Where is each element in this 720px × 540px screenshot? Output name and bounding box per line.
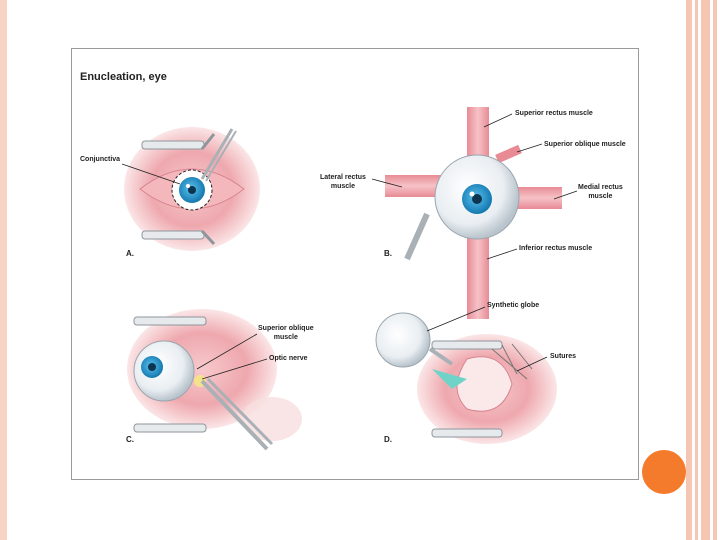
panel-a-letter: A. [126,249,134,258]
panel-d-artwork [375,306,557,444]
label-medial-rectus: Medial rectus muscle [578,184,623,200]
label-lateral-rectus: Lateral rectus muscle [320,174,366,190]
label-superior-oblique-b: Superior oblique muscle [544,141,626,148]
label-inferior-rectus: Inferior rectus muscle [519,245,593,252]
panel-a-artwork [121,127,260,251]
figure-title: Enucleation, eye [80,71,167,83]
label-superior-oblique-c: Superior oblique muscle [258,325,314,341]
panel-c-artwork [127,309,302,451]
label-optic-nerve: Optic nerve [269,355,308,362]
slide-left-border [0,0,7,540]
label-superior-rectus: Superior rectus muscle [515,110,593,117]
label-sutures: Sutures [550,353,577,360]
label-synthetic-globe: Synthetic globe [487,302,540,309]
panel-c-letter: C. [126,435,134,444]
panel-b-artwork [371,107,578,319]
decorative-side-stripes [686,0,717,540]
panel-d-letter: D. [384,435,392,444]
label-conjunctiva: Conjunctiva [80,156,121,163]
figure-artwork [121,107,578,451]
enucleation-figure: Enucleation, eye [71,48,639,480]
accent-dot [642,450,686,494]
panel-b-letter: B. [384,249,392,258]
